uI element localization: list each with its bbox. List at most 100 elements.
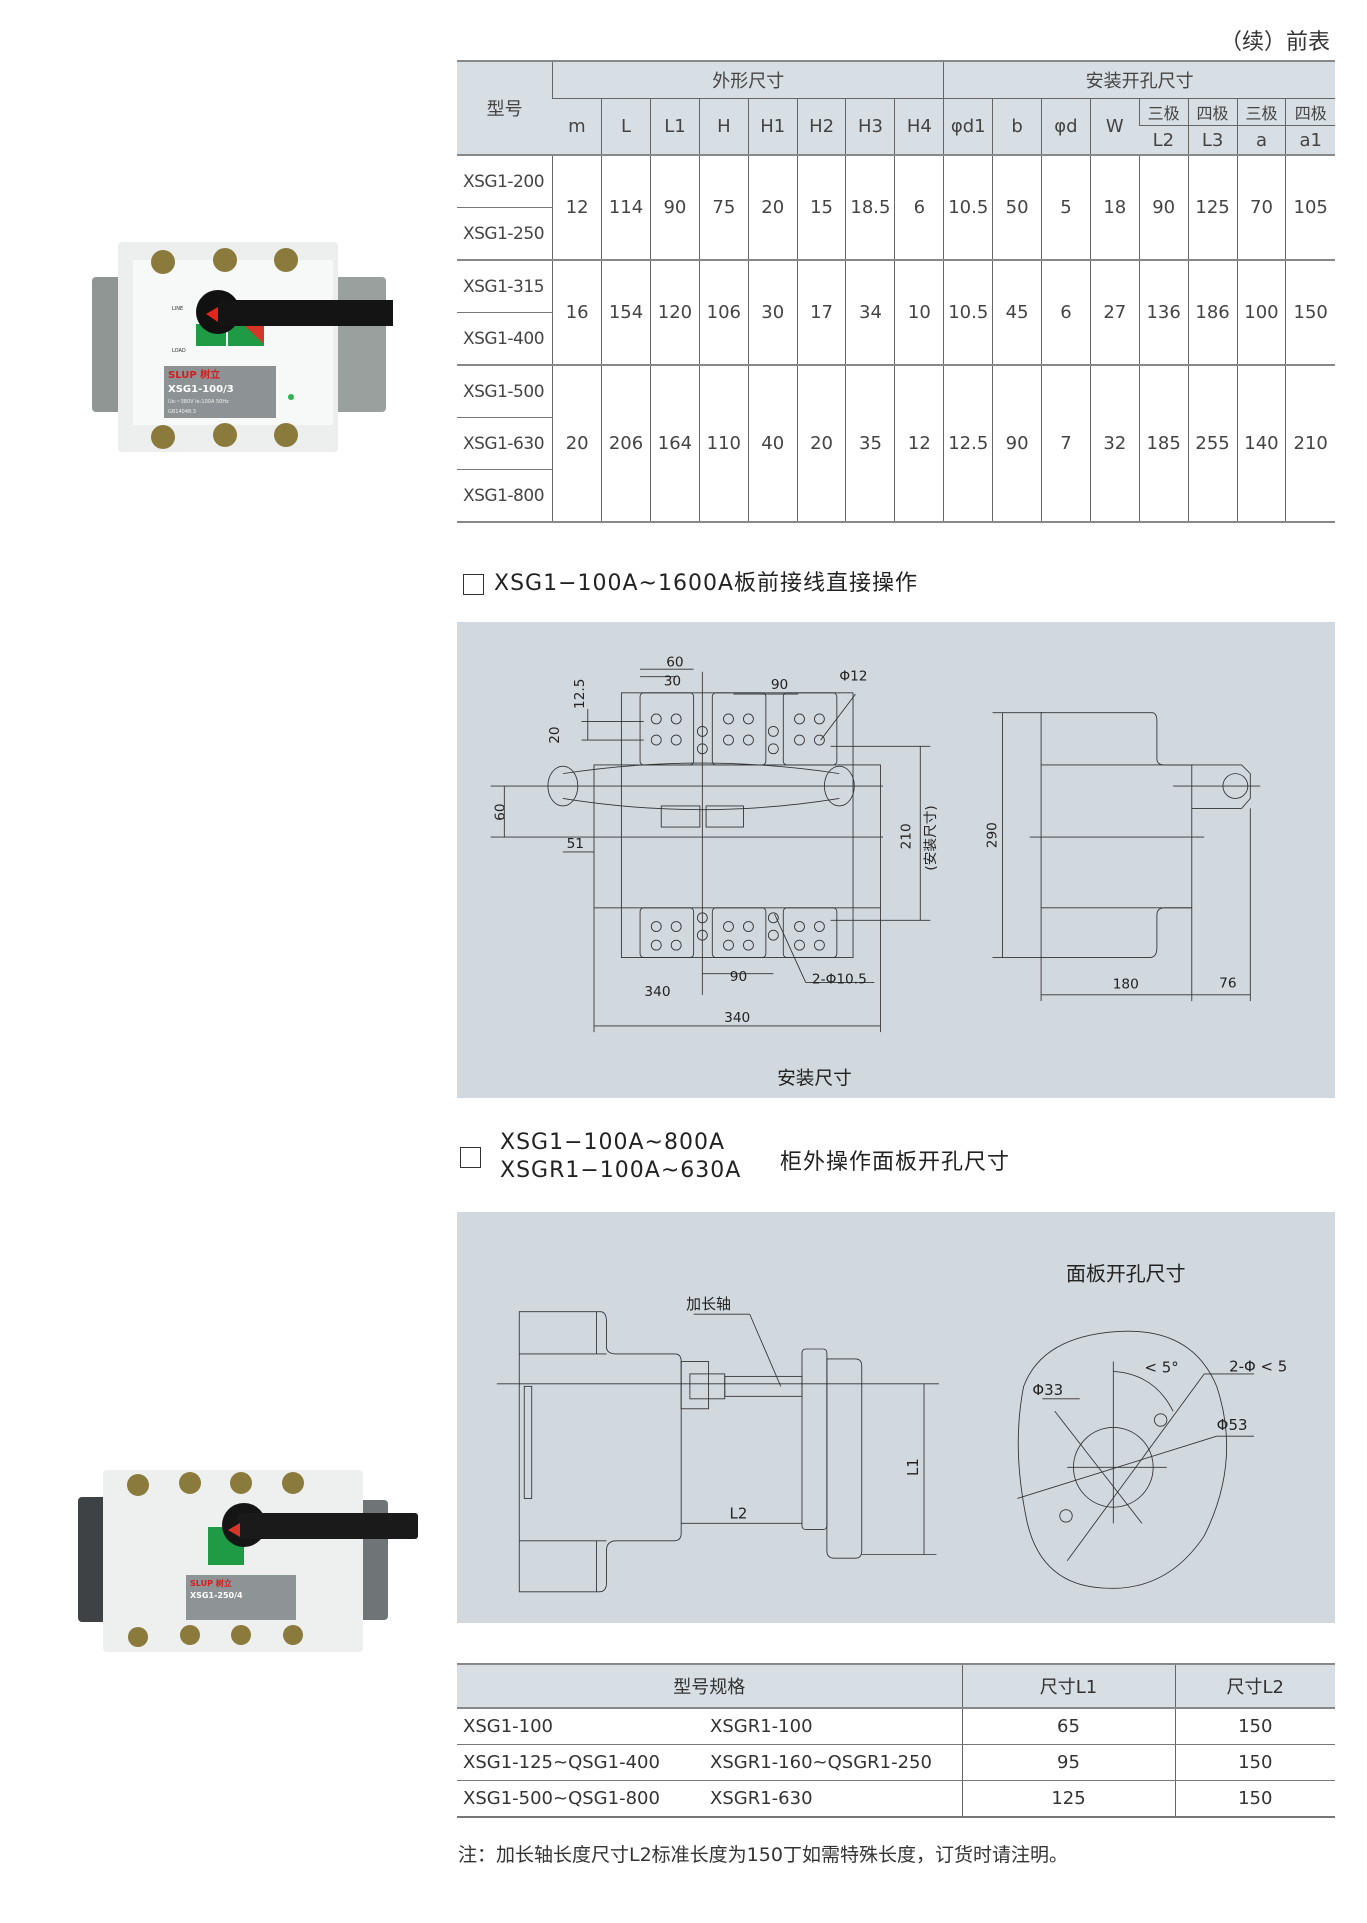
header-model-spec: 型号规格	[457, 1664, 962, 1709]
value-cell: 18	[1089, 154, 1140, 260]
product-photo-xsg1-100: SLUP 树立 XSG1-100/3 Ue:~380V Ie:100A 50Hz…	[88, 232, 398, 454]
value-cell: 90	[1138, 154, 1189, 260]
column-header: b	[992, 98, 1042, 155]
value-cell: 18.5	[845, 154, 895, 260]
pole-subheader: L2	[1139, 125, 1189, 155]
value-cell: 10.5	[943, 259, 993, 365]
dim-angle: < 5°	[1144, 1359, 1178, 1377]
value-cell: 125	[1187, 154, 1238, 260]
value-cell: 40	[747, 364, 798, 522]
value-cell: 110	[698, 364, 749, 522]
section-title: 柜外操作面板开孔尺寸	[780, 1150, 1011, 1175]
dim-60: 60	[666, 655, 683, 671]
value-cell: 140	[1236, 364, 1286, 522]
footnote: 注：加长轴长度尺寸L2标准长度为150丁如需特殊长度，订货时请注明。	[458, 1844, 1068, 1866]
outline-dimensions-header: 外形尺寸	[552, 61, 944, 99]
load-label: LOAD	[172, 348, 186, 354]
table-row: XSG1-250	[457, 208, 1335, 261]
cell-xsgr: XSGR1-630	[710, 1788, 813, 1809]
model-cell: XSG1-500	[457, 364, 553, 418]
panel-cutout-drawing: 面板开孔尺寸 加长轴 L1 L2 Φ33 < 5° 2-Φ < 5 Φ53	[457, 1212, 1335, 1623]
value-cell: 16	[552, 259, 602, 365]
value-cell: 5	[1041, 154, 1091, 260]
model-cell: XSG1-630	[457, 417, 553, 470]
value-cell: 12	[894, 364, 944, 522]
value-cell: 12	[552, 154, 602, 260]
column-header: L1	[649, 98, 700, 155]
cell-l1: 95	[961, 1744, 1175, 1781]
brand-logo: SLUP 树立	[168, 368, 220, 381]
value-cell: 186	[1187, 259, 1238, 365]
value-cell: 70	[1236, 154, 1286, 260]
value-cell: 6	[1041, 259, 1091, 365]
column-header: H1	[747, 98, 798, 155]
mounting-dimensions-header: 安装开孔尺寸	[943, 61, 1335, 99]
dim-60-left: 60	[492, 803, 508, 820]
value-cell: 50	[992, 154, 1042, 260]
pole-subheader: L3	[1187, 125, 1238, 155]
value-cell: 20	[747, 154, 798, 260]
dim-340-a: 340	[644, 984, 670, 1000]
cell-l1: 65	[961, 1708, 1175, 1745]
value-cell: 45	[992, 259, 1042, 365]
checkbox-bullet-icon	[463, 573, 484, 595]
value-cell: 154	[601, 259, 651, 365]
column-header: H3	[845, 98, 895, 155]
value-cell: 10.5	[943, 154, 993, 260]
value-cell: 255	[1187, 364, 1238, 522]
value-cell: 105	[1285, 154, 1335, 260]
column-header: H	[698, 98, 749, 155]
value-cell: 120	[649, 259, 700, 365]
pole-subheader: a	[1236, 125, 1286, 155]
cell-l2: 150	[1174, 1708, 1335, 1745]
dim-90-top: 90	[771, 677, 788, 693]
value-cell: 90	[649, 154, 700, 260]
table-row: XSG1-800	[457, 470, 1335, 523]
pole-header: 三极	[1236, 98, 1286, 126]
value-cell: 15	[796, 154, 846, 260]
value-cell: 10	[894, 259, 944, 365]
model-cell: XSG1-400	[463, 328, 545, 349]
model-cell: XSG1-800	[463, 485, 545, 506]
dim-20: 20	[547, 726, 563, 743]
value-cell: 34	[845, 259, 895, 365]
value-cell: 106	[698, 259, 749, 365]
dim-340-b: 340	[724, 1010, 750, 1026]
brand-logo: SLUP 树立	[190, 1578, 232, 1588]
dim-phi33: Φ33	[1032, 1381, 1063, 1399]
value-cell: 35	[845, 364, 895, 522]
column-header: H4	[894, 98, 944, 155]
value-cell: 206	[601, 364, 651, 522]
pole-header: 四极	[1285, 98, 1335, 126]
section-title: XSG1−100A~1600A板前接线直接操作	[494, 571, 919, 596]
value-cell: 27	[1089, 259, 1140, 365]
value-cell: 6	[894, 154, 944, 260]
pole-subheader: a1	[1285, 125, 1335, 155]
dim-phi53: Φ53	[1217, 1416, 1248, 1434]
column-header: m	[552, 98, 602, 155]
dim-L1: L1	[904, 1458, 922, 1476]
header-l1: 尺寸L1	[961, 1664, 1175, 1709]
value-cell: 150	[1285, 259, 1335, 365]
cell-l1: 125	[961, 1780, 1175, 1817]
product-model-label: XSG1-250/4	[190, 1591, 243, 1600]
column-header: W	[1089, 98, 1140, 155]
section-model-line-1: XSG1−100A~800A	[500, 1130, 726, 1155]
value-cell: 17	[796, 259, 846, 365]
value-cell: 12.5	[943, 364, 993, 522]
value-cell: 164	[649, 364, 700, 522]
value-cell: 75	[698, 154, 749, 260]
value-cell: 7	[1041, 364, 1091, 522]
value-cell: 20	[552, 364, 602, 522]
cutout-title: 面板开孔尺寸	[1066, 1262, 1185, 1285]
dim-90-bottom: 90	[730, 969, 747, 985]
cell-xsgr: XSGR1-100	[709, 1708, 962, 1745]
dim-12-5: 12.5	[572, 679, 588, 709]
dim-210: 210	[898, 823, 914, 849]
continued-label: （续）前表	[1219, 30, 1330, 55]
